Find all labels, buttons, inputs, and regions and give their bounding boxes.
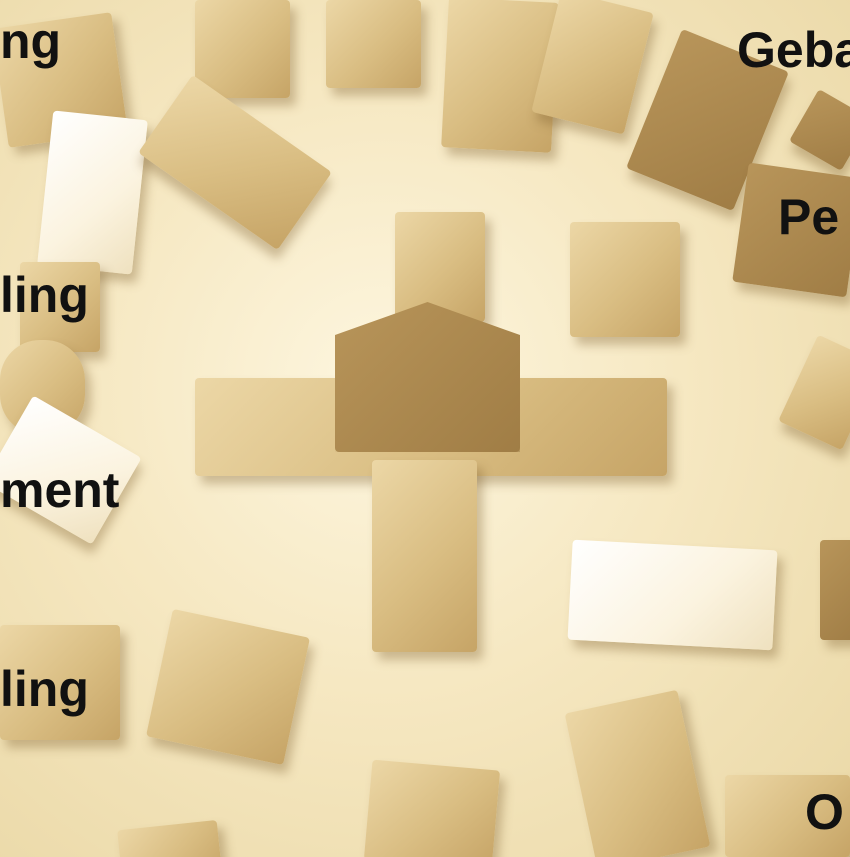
wooden-block bbox=[567, 539, 778, 651]
label-bottom-left: ling bbox=[0, 661, 89, 717]
wooden-block bbox=[326, 0, 421, 88]
label-mid-left-1: ling bbox=[0, 267, 89, 323]
label-top-left: ng bbox=[0, 13, 62, 69]
label-bottom-right: O bbox=[805, 784, 844, 840]
wooden-block bbox=[789, 89, 850, 171]
cross-vertical-top bbox=[395, 212, 485, 322]
wooden-block bbox=[195, 0, 290, 98]
wooden-block bbox=[20, 262, 100, 352]
wooden-block bbox=[0, 625, 120, 740]
wooden-block bbox=[117, 819, 223, 857]
wooden-block bbox=[138, 74, 332, 251]
label-mid-right: Pe bbox=[778, 189, 840, 245]
wooden-block bbox=[37, 110, 148, 275]
wooden-block bbox=[778, 334, 850, 451]
cross-vertical-bottom bbox=[372, 460, 477, 652]
wooden-block bbox=[564, 689, 711, 857]
wooden-block bbox=[725, 775, 850, 857]
label-mid-left-2: ment bbox=[0, 462, 120, 518]
label-top-right: Geba bbox=[737, 22, 850, 78]
wooden-block bbox=[570, 222, 680, 337]
wooden-block bbox=[820, 540, 850, 640]
cross-roof-block bbox=[335, 302, 520, 452]
wooden-block bbox=[363, 759, 501, 857]
wooden-block bbox=[146, 608, 310, 766]
